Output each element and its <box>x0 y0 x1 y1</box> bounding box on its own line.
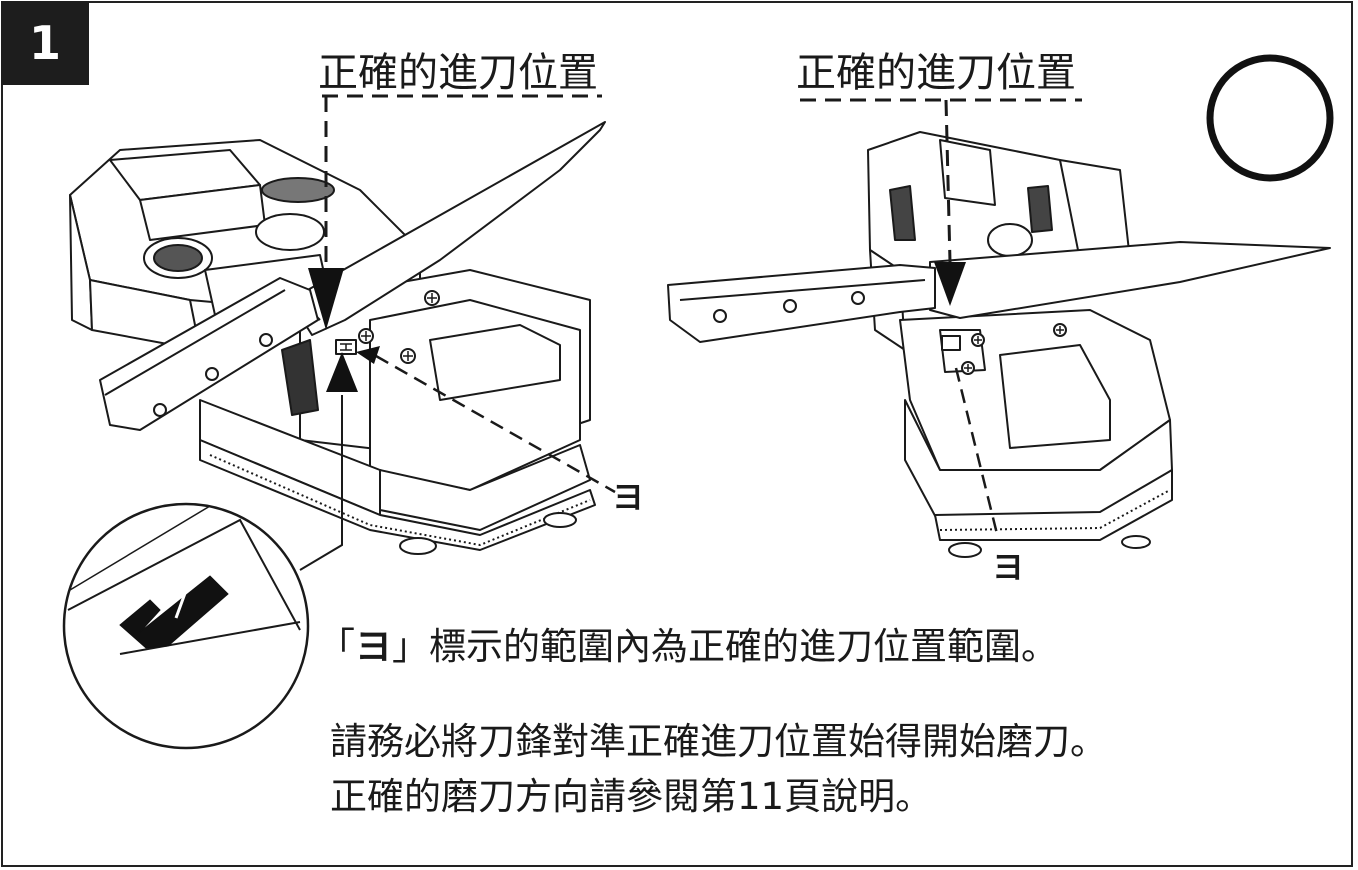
magnified-inset <box>62 502 310 750</box>
sharpener-left-illustration <box>69 139 596 555</box>
mark-description: 「ヨ」標示的範圍內為正確的進刀位置範圍。 <box>318 616 1058 670</box>
desc-open-bracket: 「 <box>318 625 355 668</box>
sharpener-right-illustration <box>867 131 1173 558</box>
desc-close-bracket: 」 <box>392 625 429 668</box>
instructions: 請務必將刀鋒對準正確進刀位置始得開始磨刀。 正確的磨刀方向請參閱第11頁說明。 <box>330 714 1107 824</box>
correct-circle-icon <box>1206 54 1334 182</box>
arrow-down-right <box>934 262 966 306</box>
instruction-line-2: 正確的磨刀方向請參閱第11頁說明。 <box>330 775 933 818</box>
knife-left <box>99 121 606 431</box>
knife-right <box>667 241 1331 343</box>
arrow-down-left <box>308 268 344 330</box>
step-number-badge: 1 <box>1 1 89 85</box>
arrow-diag-left <box>356 346 380 364</box>
label-correct-position-left: 正確的進刀位置 <box>318 50 598 96</box>
desc-text: 標示的範圍內為正確的進刀位置範圍。 <box>429 625 1058 668</box>
position-mark-right: ヨ <box>992 548 1025 586</box>
guide-lines-left <box>299 94 616 571</box>
guide-lines-right <box>800 98 1082 539</box>
desc-mark-symbol: ヨ <box>355 625 392 668</box>
arrow-up-left <box>326 352 358 392</box>
position-mark-left: ヨ <box>612 478 645 516</box>
instruction-line-1: 請務必將刀鋒對準正確進刀位置始得開始磨刀。 <box>330 720 1107 763</box>
label-correct-position-right: 正確的進刀位置 <box>796 50 1076 96</box>
